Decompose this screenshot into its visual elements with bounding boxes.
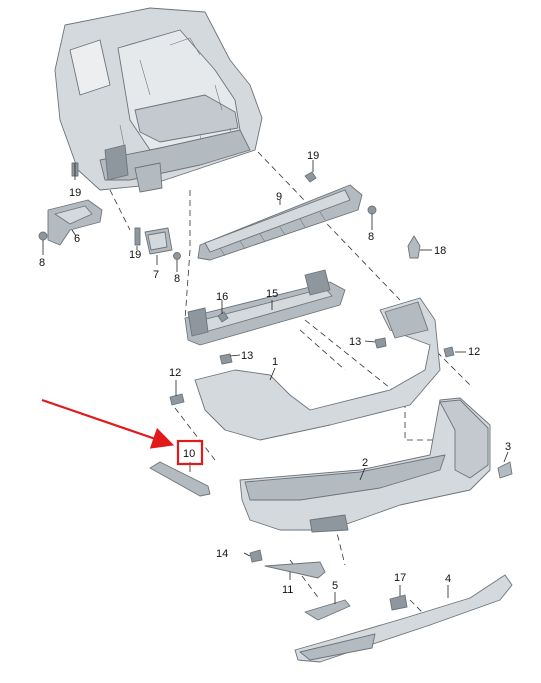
callout-8-right: 8 xyxy=(368,231,374,243)
callout-4: 4 xyxy=(445,573,451,585)
part-5-moulding xyxy=(304,599,351,621)
callout-14: 14 xyxy=(216,548,228,560)
part-3-clip xyxy=(497,461,513,479)
callout-13-right: 13 xyxy=(349,336,361,348)
vehicle-body-shell xyxy=(54,7,263,193)
highlight-arrow xyxy=(41,398,175,449)
callout-labels: 19 6 8 19 9 8 18 19 7 8 16 15 13 1 13 12… xyxy=(39,150,511,596)
callout-15: 15 xyxy=(266,288,278,300)
callout-11: 11 xyxy=(282,584,293,596)
callout-5: 5 xyxy=(332,580,338,592)
part-15-bumper-carrier xyxy=(184,269,346,346)
leader-lines xyxy=(42,160,509,604)
fasteners xyxy=(38,162,455,611)
callout-12-right: 12 xyxy=(468,346,480,358)
callout-19-top-right: 19 xyxy=(307,150,319,162)
callout-19-middle: 19 xyxy=(129,249,141,261)
callout-16: 16 xyxy=(216,291,228,303)
part-11-reflector xyxy=(264,561,326,579)
callout-17: 17 xyxy=(394,572,406,584)
callout-7: 7 xyxy=(153,269,159,281)
part-4-diffuser xyxy=(294,574,513,663)
callout-3: 3 xyxy=(505,441,511,453)
callout-18: 18 xyxy=(434,245,446,257)
part-6-side-bracket xyxy=(47,199,103,246)
part-1-inner-cover xyxy=(194,297,441,441)
callout-6: 6 xyxy=(74,233,80,245)
callout-12-left: 12 xyxy=(169,367,181,379)
callout-8-middle: 8 xyxy=(174,273,180,285)
callout-13-left: 13 xyxy=(241,350,253,362)
part-7-bracket xyxy=(144,227,173,255)
part-2-bumper-cover xyxy=(239,397,491,533)
callout-19-top-left: 19 xyxy=(69,187,81,199)
callout-8-left: 8 xyxy=(39,257,45,269)
highlight-box xyxy=(176,439,204,466)
part-9-impact-absorber xyxy=(197,184,363,261)
highlight-annotation xyxy=(41,398,204,466)
callout-2: 2 xyxy=(362,457,368,469)
callout-10: 10 xyxy=(183,448,195,460)
callout-9: 9 xyxy=(276,191,282,203)
part-10-reflector xyxy=(149,461,211,497)
reference-lines xyxy=(109,151,471,621)
callout-1: 1 xyxy=(272,356,278,368)
